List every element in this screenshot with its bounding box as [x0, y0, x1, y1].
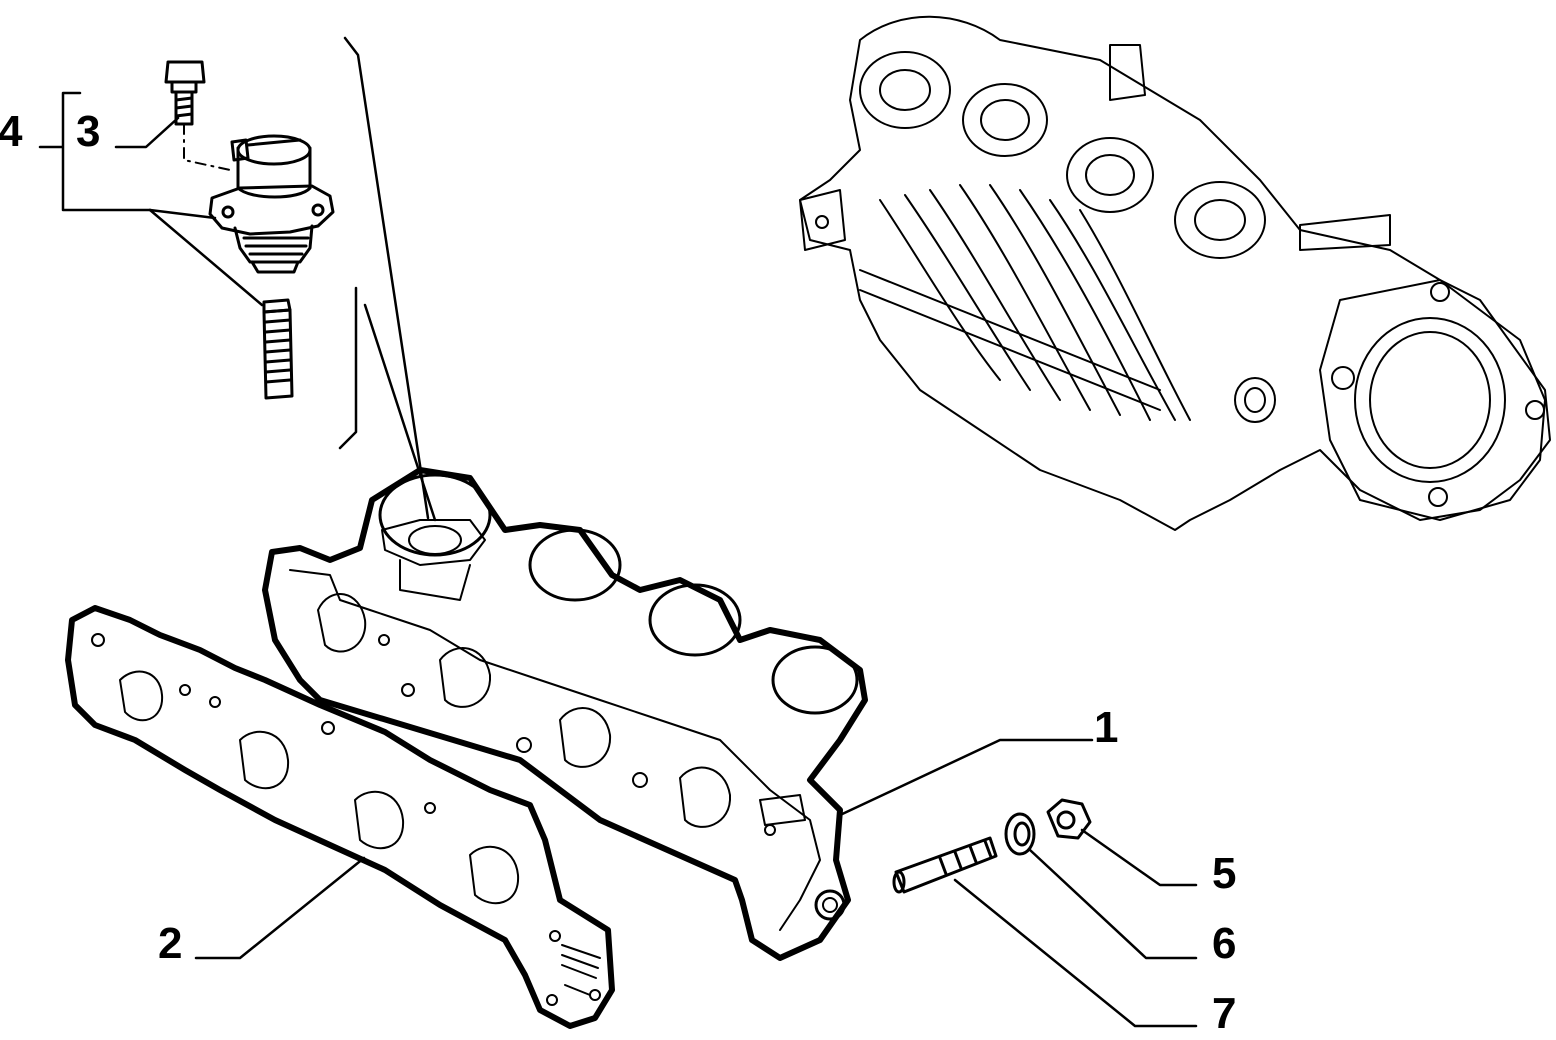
gasket-part-2 — [65, 605, 615, 1029]
sensor-assembly — [164, 60, 335, 400]
callout-1: 1 — [1094, 703, 1118, 752]
stud-part-7 — [892, 836, 998, 894]
nut-part-5 — [1046, 798, 1092, 840]
leader-line-5 — [1080, 828, 1198, 887]
callout-3: 3 — [76, 107, 100, 156]
leader-line-1 — [836, 738, 1094, 818]
washer-part-6 — [1004, 812, 1036, 856]
leader-line-4a — [148, 208, 217, 220]
leader-lines — [38, 36, 1198, 1028]
screw-part-3 — [164, 60, 206, 126]
view-divider-line-3 — [363, 303, 437, 522]
callout-2: 2 — [158, 919, 182, 968]
callout-5: 5 — [1212, 849, 1236, 898]
leader-line-7 — [953, 878, 1198, 1028]
leader-line-2 — [194, 856, 366, 960]
callout-6: 6 — [1212, 919, 1236, 968]
assembled-manifold-view — [799, 15, 1551, 531]
callout-labels: 4 3 1 2 5 6 7 — [0, 107, 1236, 1038]
stud-part-4 — [262, 298, 294, 400]
callout-4: 4 — [0, 107, 23, 156]
leader-line-4-bracket — [38, 91, 152, 212]
view-divider-line-2 — [338, 286, 358, 450]
leader-line-6 — [1028, 848, 1198, 960]
intake-manifold-part-1 — [262, 467, 868, 961]
view-divider-line — [343, 36, 430, 520]
leader-line-3 — [114, 116, 180, 149]
callout-7: 7 — [1212, 989, 1236, 1038]
leader-line-4b — [148, 208, 264, 307]
sensor-body — [208, 134, 335, 274]
